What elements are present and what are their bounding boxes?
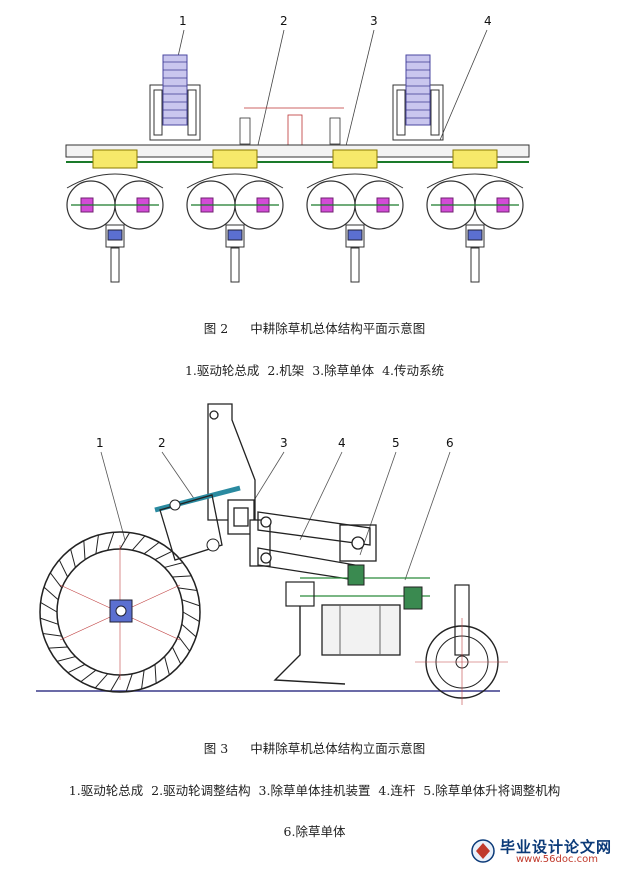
callout-5: 5: [392, 436, 400, 450]
figure-2-title: 中耕除草机总体结构平面示意图: [250, 321, 426, 336]
drive-wheel-right: [392, 54, 444, 141]
unit-bracket: [452, 149, 498, 169]
unit-gear: [107, 229, 123, 241]
leader-lines-side: [100, 451, 451, 581]
tread-lug: [131, 535, 146, 551]
callout-2: 2: [158, 436, 166, 450]
callout-3: 3: [370, 14, 378, 28]
watermark-url: www.56doc.com: [516, 854, 599, 865]
callout-6: 6: [446, 436, 454, 450]
tread-lug: [172, 575, 192, 578]
tread-lug: [107, 532, 115, 551]
figure-3-title: 中耕除草机总体结构立面示意图: [250, 741, 426, 756]
callout-2: 2: [280, 14, 288, 28]
unit-arc: [426, 173, 524, 189]
figure-3-side-view: 1 2 3 4 5 6: [36, 403, 508, 705]
callout-1: 1: [96, 436, 104, 450]
tread-lug: [43, 586, 59, 601]
figure-2-plan-view: 1 2 3 4: [65, 14, 530, 283]
unit-arc: [66, 173, 164, 189]
unit-column: [105, 224, 125, 248]
unit-gear: [227, 229, 243, 241]
unit-bracket: [212, 149, 258, 169]
tread-lug: [164, 656, 170, 676]
callout-1: 1: [179, 14, 187, 28]
figure-2-number: 图 2: [203, 321, 229, 336]
unit-arc: [306, 173, 404, 189]
tread-lug: [56, 656, 76, 662]
weeding-units: [66, 149, 524, 283]
unit-column: [225, 224, 245, 248]
figure-2-caption: 图 2 中耕除草机总体结构平面示意图: [0, 318, 629, 337]
tread-lug: [49, 572, 63, 589]
figure-2-legend: 1.驱动轮总成 2.机架 3.除草单体 4.传动系统: [184, 363, 445, 378]
tread-lug: [109, 674, 121, 692]
tread-lug: [42, 633, 62, 637]
unit-gear: [467, 229, 483, 241]
callout-4: 4: [338, 436, 346, 450]
unit-bracket: [332, 149, 378, 169]
watermark-logo: 毕业设计论文网 www.56doc.com: [470, 834, 629, 868]
figure-3-number: 图 3: [203, 741, 229, 756]
tread-lug: [40, 601, 58, 613]
tread-lug: [40, 617, 59, 625]
unit-tine: [230, 247, 240, 283]
adjust-arm: [154, 485, 241, 561]
figure-3-caption: 图 3 中耕除草机总体结构立面示意图: [0, 738, 629, 757]
tread-lug: [177, 635, 191, 652]
unit-tine: [350, 247, 360, 283]
tread-lug: [143, 541, 160, 555]
tread-lug: [70, 548, 76, 568]
tread-lug: [119, 532, 131, 550]
tread-lug: [171, 646, 182, 665]
tread-lug: [58, 559, 69, 578]
watermark-title: 毕业设计论文网: [500, 838, 613, 856]
tread-lug: [181, 623, 197, 638]
unit-bracket: [92, 149, 138, 169]
leader-lines: [174, 29, 488, 151]
unit-column: [465, 224, 485, 248]
figure-3-legend-line-2: 6.除草单体: [283, 824, 346, 839]
tread-lug: [67, 663, 86, 674]
hitch-frame: [239, 107, 344, 146]
unit-column: [345, 224, 365, 248]
weeding-unit-side: [273, 564, 508, 705]
tread-lug: [48, 646, 68, 649]
tread-lug: [80, 669, 97, 683]
tread-lug: [178, 587, 198, 591]
unit-tine: [470, 247, 480, 283]
callout-3: 3: [280, 436, 288, 450]
logo-icon: [471, 839, 495, 863]
tread-lug: [83, 540, 86, 560]
figure-3-legend-line-1: 1.驱动轮总成 2.驱动轮调整结构 3.除草单体挂机装置 4.连杆 5.除草单体…: [68, 783, 561, 798]
tread-lug: [182, 611, 200, 623]
drive-wheel-left: [149, 54, 201, 141]
tread-lug: [154, 664, 157, 684]
tread-lug: [94, 673, 109, 689]
main-frame-beam: [65, 144, 530, 163]
tread-lug: [154, 550, 173, 561]
tread-lug: [181, 599, 200, 607]
tread-lug: [95, 534, 99, 554]
unit-gear: [347, 229, 363, 241]
unit-arc: [186, 173, 284, 189]
tread-lug: [125, 673, 133, 692]
unit-tine: [110, 247, 120, 283]
tread-lug: [141, 670, 145, 690]
tread-lug: [164, 562, 184, 568]
drive-wheel-side: [39, 531, 201, 693]
callout-4: 4: [484, 14, 492, 28]
